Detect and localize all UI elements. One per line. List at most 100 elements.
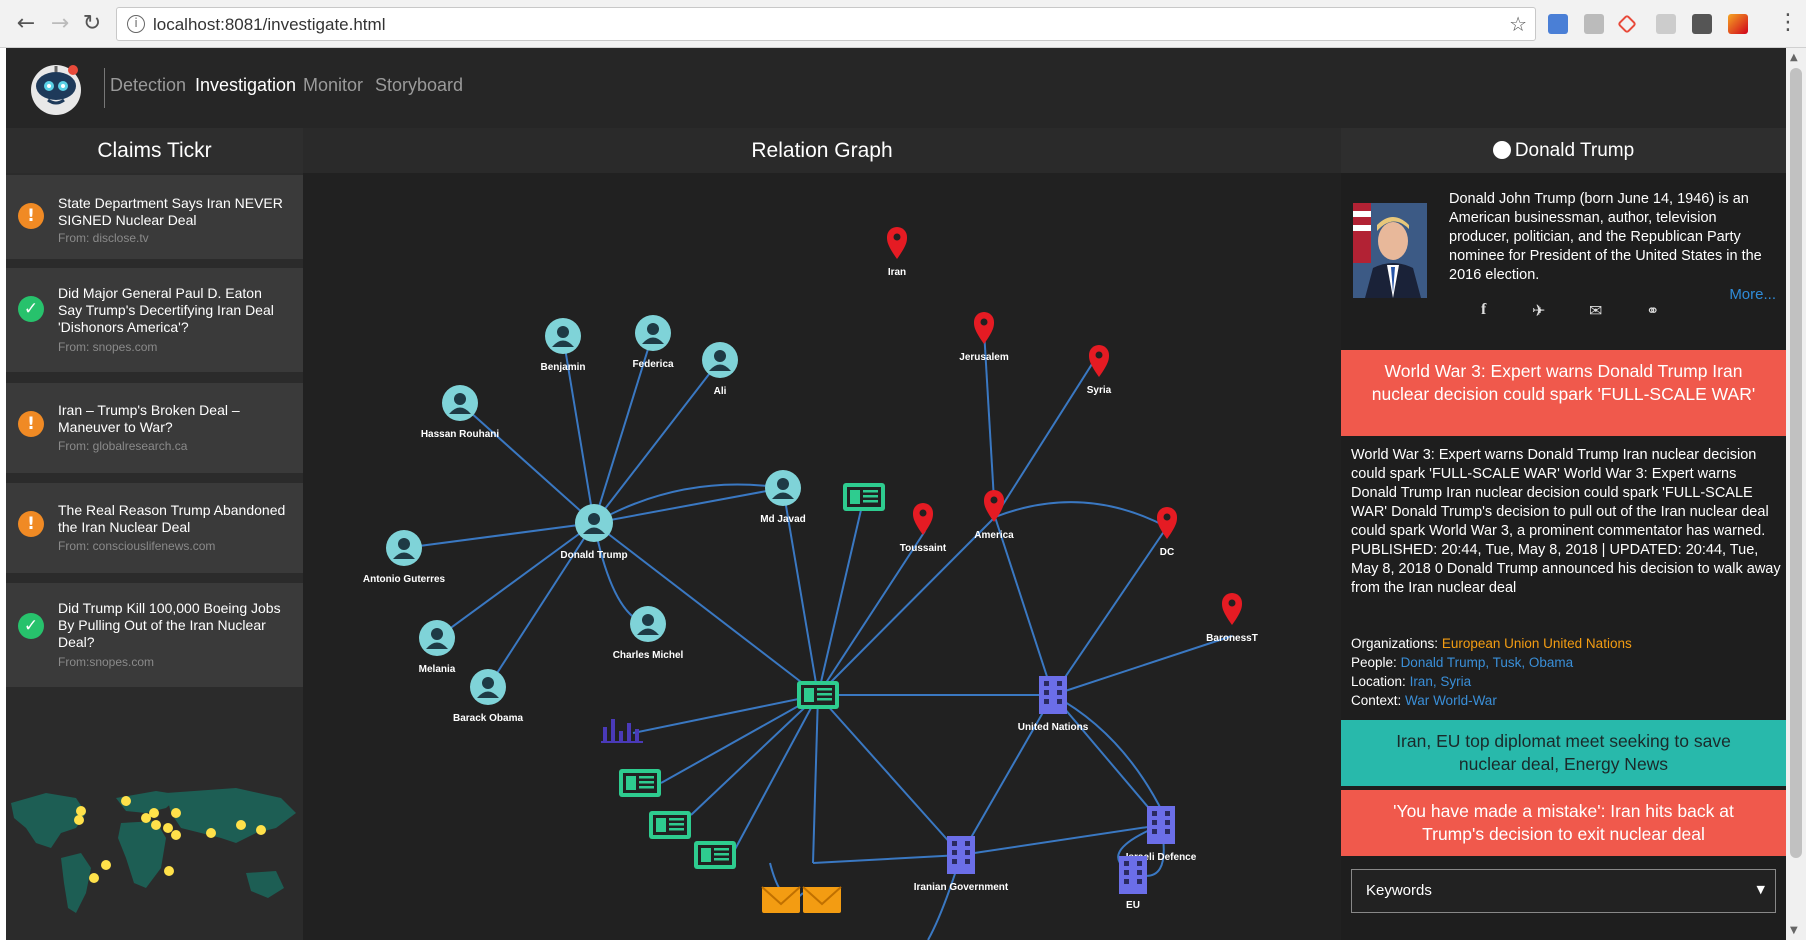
- person-node-melania[interactable]: Melania: [419, 620, 456, 675]
- location-pin-america[interactable]: America: [974, 490, 1014, 541]
- news-node-icon[interactable]: [843, 483, 885, 511]
- scroll-down-icon[interactable]: ▼: [1790, 925, 1798, 936]
- browser-menu-icon[interactable]: ⋮: [1777, 10, 1799, 35]
- extension-play-icon[interactable]: [1617, 14, 1637, 34]
- nav-storyboard[interactable]: Storyboard: [375, 75, 464, 95]
- organizations-label: Organizations:: [1351, 636, 1439, 651]
- person-node-federica[interactable]: Federica: [632, 315, 674, 370]
- twitter-icon[interactable]: ✈: [1532, 301, 1546, 320]
- extension-w-icon[interactable]: [1728, 14, 1748, 34]
- node-label: Federica: [632, 359, 674, 370]
- location-pin-jerusalem[interactable]: Jerusalem: [959, 312, 1009, 363]
- entity-organizations: Organizations: European Union United Nat…: [1351, 636, 1632, 651]
- location-pin-toussaint[interactable]: Toussaint: [900, 503, 947, 554]
- browser-toolbar: ← → ↻ i localhost:8081/investigate.html …: [0, 0, 1806, 48]
- person-node-barack-obama[interactable]: Barack Obama: [453, 669, 523, 724]
- org-node-iranian-government[interactable]: Iranian Government: [914, 836, 1009, 893]
- forward-arrow-icon[interactable]: →: [50, 11, 70, 36]
- graph-edges: [403, 329, 1233, 940]
- claim-card[interactable]: ✓ Did Major General Paul D. Eaton Say Tr…: [6, 268, 303, 372]
- graph-title: Relation Graph: [303, 128, 1341, 173]
- location-nodes: Iran Jerusalem Syria Toussaint America D…: [887, 227, 1258, 644]
- claim-title[interactable]: State Department Says Iran NEVER SIGNED …: [58, 195, 283, 228]
- context-tag[interactable]: War: [1405, 693, 1430, 708]
- url-text[interactable]: localhost:8081/investigate.html: [153, 15, 386, 34]
- scroll-thumb[interactable]: [1790, 68, 1802, 858]
- keywords-dropdown[interactable]: Keywords ▼: [1351, 869, 1776, 913]
- node-label: Barack Obama: [453, 713, 523, 724]
- claim-title[interactable]: Did Major General Paul D. Eaton Say Trum…: [58, 285, 274, 335]
- nav-detection[interactable]: Detection: [110, 75, 187, 95]
- person-node-hassan-rouhani[interactable]: Hassan Rouhani: [421, 385, 500, 440]
- page-scrollbar[interactable]: ▲ ▼: [1786, 48, 1806, 940]
- people-tags[interactable]: Donald Trump, Tusk, Obama: [1400, 655, 1574, 670]
- nav-investigation[interactable]: Investigation: [195, 75, 297, 95]
- info-icon[interactable]: i: [127, 15, 145, 33]
- person-node-benjamin[interactable]: Benjamin: [540, 318, 586, 373]
- back-arrow-icon[interactable]: ←: [16, 11, 36, 36]
- location-pin-iran[interactable]: Iran: [887, 227, 907, 278]
- top-navigation: Detection Investigation Monitor Storyboa…: [6, 48, 1786, 128]
- person-node-antonio-guterres[interactable]: Antonio Guterres: [363, 530, 446, 585]
- org-node-israeli-defence[interactable]: Israeli Defence: [1126, 806, 1197, 863]
- article-headline[interactable]: World War 3: Expert warns Donald Trump I…: [1341, 350, 1786, 436]
- org-node-eu[interactable]: EU: [1119, 856, 1147, 911]
- more-link[interactable]: More...: [1729, 286, 1776, 303]
- news-node-icon[interactable]: [797, 681, 839, 709]
- world-map[interactable]: [6, 773, 303, 933]
- extension-cast-icon[interactable]: [1584, 14, 1604, 34]
- star-icon[interactable]: ☆: [1509, 12, 1527, 36]
- reload-icon[interactable]: ↻: [82, 11, 102, 36]
- related-news-card[interactable]: Iran, EU top diplomat meet seeking to sa…: [1341, 720, 1786, 786]
- relation-graph[interactable]: Benjamin Federica Ali Hassan Rouhani Md …: [303, 173, 1341, 940]
- node-label: Donald Trump: [560, 550, 627, 561]
- person-node-charles-michel[interactable]: Charles Michel: [613, 606, 684, 661]
- claim-card[interactable]: ! Iran – Trump's Broken Deal – Maneuver …: [6, 383, 303, 473]
- robot-logo-icon[interactable]: [26, 58, 86, 118]
- bar-chart-icon[interactable]: [601, 719, 643, 743]
- news-node-icon[interactable]: [619, 769, 661, 797]
- claim-card[interactable]: ! State Department Says Iran NEVER SIGNE…: [6, 175, 303, 259]
- location-pin-baronesst[interactable]: BaronessT: [1206, 593, 1258, 644]
- location-pin-dc[interactable]: DC: [1157, 507, 1177, 558]
- claim-card[interactable]: ! The Real Reason Trump Abandoned the Ir…: [6, 483, 303, 573]
- warning-icon: !: [18, 511, 44, 537]
- claims-title: Claims Tickr: [6, 128, 303, 173]
- location-pin-syria[interactable]: Syria: [1087, 345, 1112, 396]
- claim-title[interactable]: The Real Reason Trump Abandoned the Iran…: [58, 502, 286, 535]
- mail-icon[interactable]: [802, 886, 842, 913]
- related-news-card[interactable]: 'You have made a mistake': Iran hits bac…: [1341, 790, 1786, 856]
- relation-graph-panel: Relation Graph: [303, 128, 1341, 940]
- person-node-ali[interactable]: Ali: [702, 342, 738, 397]
- address-bar[interactable]: i localhost:8081/investigate.html ☆: [116, 7, 1536, 41]
- person-node-md-javad[interactable]: Md Javad: [760, 470, 806, 525]
- org-node-united-nations[interactable]: United Nations: [1018, 676, 1089, 733]
- context-tag[interactable]: World-War: [1433, 693, 1497, 708]
- organization-tag[interactable]: United Nations: [1543, 636, 1632, 651]
- node-label: EU: [1126, 900, 1140, 911]
- claim-source: From: disclose.tv: [58, 231, 149, 245]
- nav-monitor[interactable]: Monitor: [303, 75, 364, 95]
- location-tags[interactable]: Iran, Syria: [1409, 674, 1472, 689]
- mail-icon[interactable]: [761, 886, 801, 913]
- news-node-icon[interactable]: [694, 841, 736, 869]
- claim-source: From: globalresearch.ca: [58, 439, 188, 453]
- context-label: Context:: [1351, 693, 1402, 708]
- news-node-icon[interactable]: [649, 811, 691, 839]
- extension-screen-icon[interactable]: [1656, 14, 1676, 34]
- facebook-icon[interactable]: f: [1481, 301, 1487, 318]
- node-label: Melania: [419, 664, 456, 675]
- article-body: World War 3: Expert warns Donald Trump I…: [1351, 447, 1781, 596]
- extension-translate-icon[interactable]: [1548, 14, 1568, 34]
- claim-title[interactable]: Did Trump Kill 100,000 Boeing Jobs By Pu…: [58, 600, 281, 650]
- mail-icon[interactable]: ✉: [1589, 301, 1603, 320]
- organization-tag[interactable]: European Union: [1441, 636, 1540, 651]
- node-label: Ali: [714, 386, 727, 397]
- claim-card[interactable]: ✓ Did Trump Kill 100,000 Boeing Jobs By …: [6, 583, 303, 687]
- claim-title[interactable]: Iran – Trump's Broken Deal – Maneuver to…: [58, 402, 240, 435]
- profile-bio: Donald John Trump (born June 14, 1946) i…: [1449, 191, 1762, 283]
- extension-video-icon[interactable]: [1692, 14, 1712, 34]
- link-icon[interactable]: ⚭: [1646, 301, 1660, 320]
- scroll-up-icon[interactable]: ▲: [1790, 52, 1798, 63]
- person-node-donald-trump[interactable]: Donald Trump: [560, 504, 628, 561]
